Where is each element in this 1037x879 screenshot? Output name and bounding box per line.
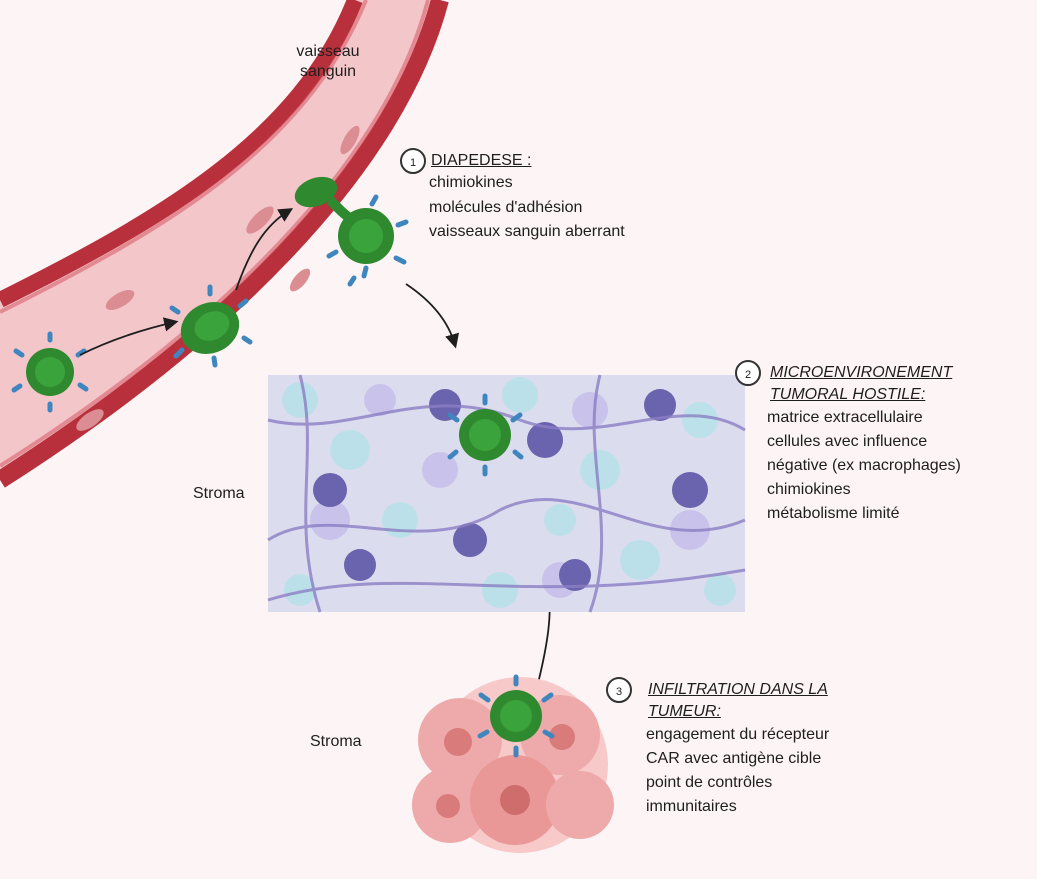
tumor bbox=[412, 677, 614, 853]
step-2-line: chimiokines bbox=[767, 480, 851, 500]
step-1-number: 1 bbox=[400, 148, 426, 174]
step-2-number: 2 bbox=[735, 360, 761, 386]
step-3: 3 INFILTRATION DANS LA TUMEUR: engagemen… bbox=[606, 677, 906, 827]
step-2-title-line-1: MICROENVIRONEMENT bbox=[770, 363, 952, 383]
step-3-line: point de contrôles bbox=[646, 773, 772, 793]
stroma-label-2: Stroma bbox=[310, 732, 362, 752]
step-2-line: négative (ex macrophages) bbox=[767, 456, 961, 476]
stroma-tissue bbox=[268, 375, 745, 612]
step-3-line: CAR avec antigène cible bbox=[646, 749, 821, 769]
step-2-line: métabolisme limité bbox=[767, 504, 899, 524]
step-2-line: matrice extracellulaire bbox=[767, 408, 923, 428]
step-1-line: molécules d'adhésion bbox=[429, 198, 582, 218]
step-3-line: immunitaires bbox=[646, 797, 737, 817]
step-3-line: engagement du récepteur bbox=[646, 725, 829, 745]
step-1-title: DIAPEDESE : bbox=[431, 151, 531, 171]
step-3-number: 3 bbox=[606, 677, 632, 703]
step-1: 1 DIAPEDESE : chimiokines molécules d'ad… bbox=[400, 148, 700, 258]
stroma-label-1: Stroma bbox=[193, 484, 245, 504]
step-2-line: cellules avec influence bbox=[767, 432, 927, 452]
vessel-label: vaisseau sanguin bbox=[283, 42, 373, 82]
step-3-title-line-2: TUMEUR: bbox=[648, 702, 721, 722]
step-2-title-line-2: TUMORAL HOSTILE: bbox=[770, 385, 925, 405]
step-1-line: chimiokines bbox=[429, 173, 513, 193]
step-1-line: vaisseaux sanguin aberrant bbox=[429, 222, 625, 242]
vessel-label-line-1: vaisseau bbox=[283, 42, 373, 62]
step-2: 2 MICROENVIRONEMENT TUMORAL HOSTILE: mat… bbox=[735, 360, 1035, 530]
vessel-label-line-2: sanguin bbox=[283, 62, 373, 82]
step-3-title-line-1: INFILTRATION DANS LA bbox=[648, 680, 828, 700]
